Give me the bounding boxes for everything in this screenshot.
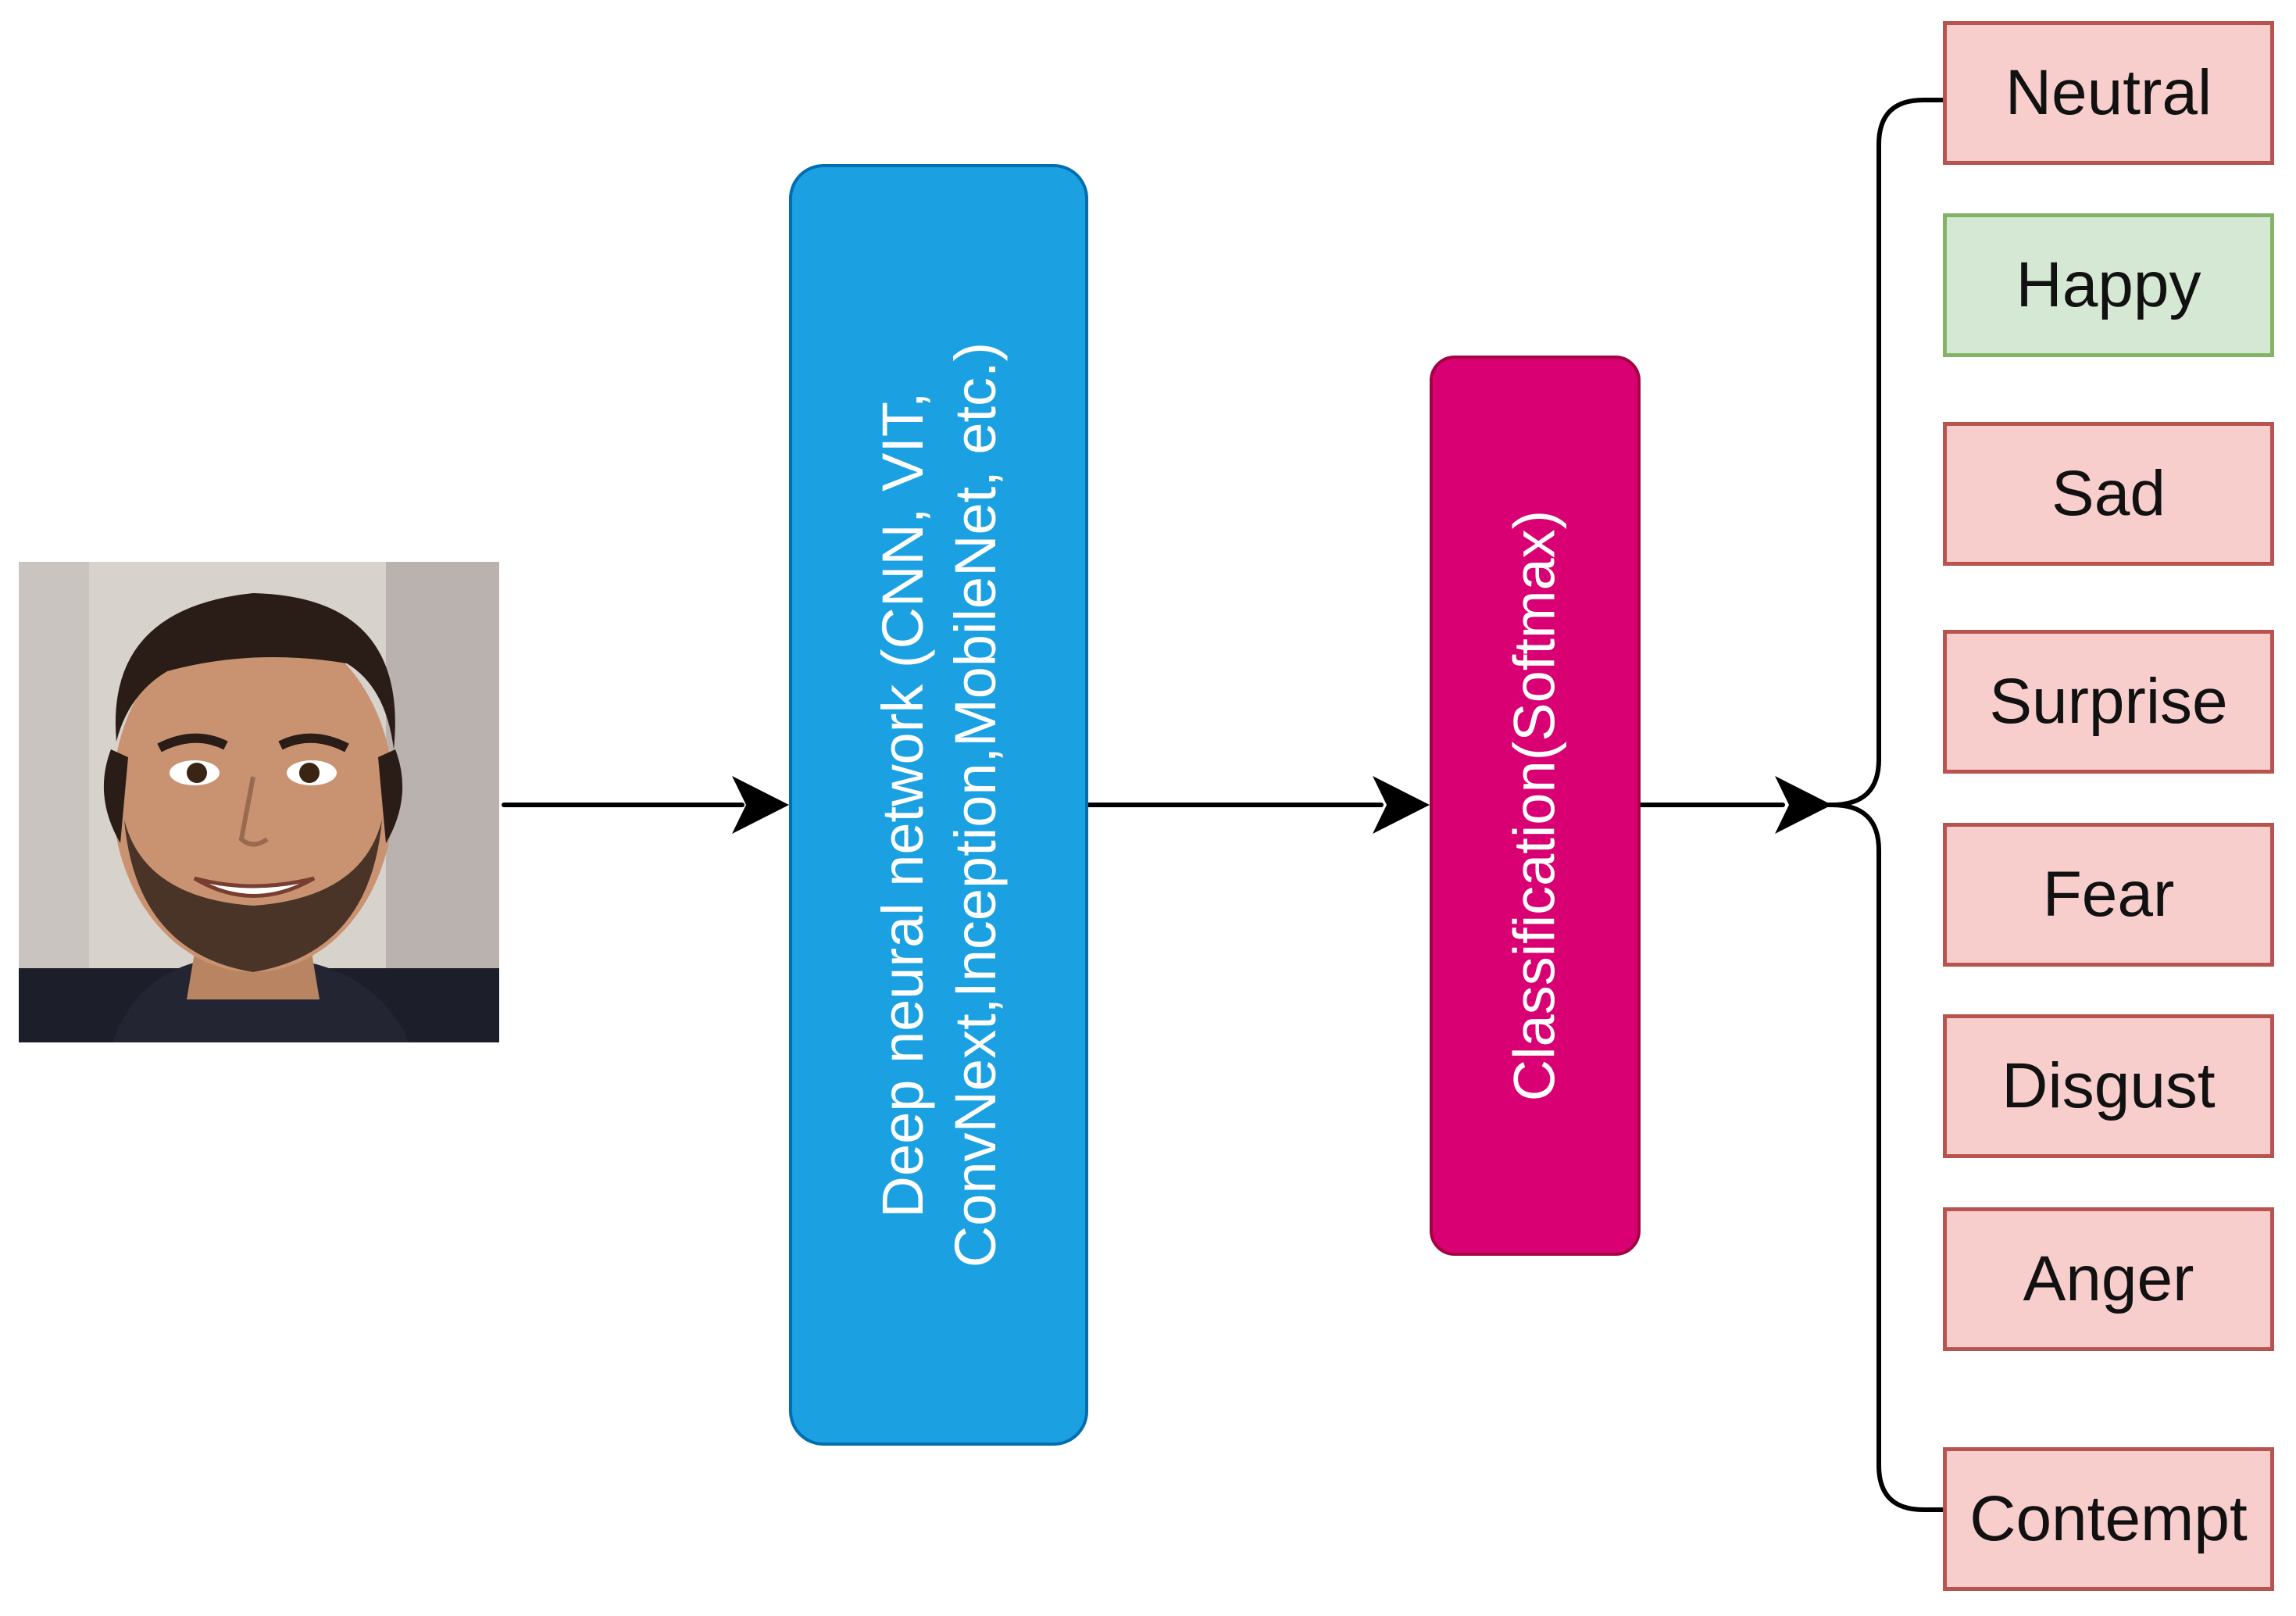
brace <box>1830 98 1945 1512</box>
arrowhead-classifier <box>1373 776 1430 834</box>
class-box-surprise: Surprise <box>1943 630 2274 774</box>
face-photo-icon <box>19 562 499 1042</box>
network-block: Deep neural network (CNN, VIT, ConvNext,… <box>789 164 1088 1446</box>
class-box-neutral: Neutral <box>1943 21 2274 165</box>
class-box-happy: Happy <box>1943 213 2274 357</box>
network-block-label: Deep neural network (CNN, VIT, ConvNext,… <box>869 341 1008 1268</box>
class-box-contempt: Contempt <box>1943 1447 2274 1591</box>
arrowhead-network <box>732 776 789 834</box>
classifier-block: Classification(Softmax) <box>1430 356 1641 1256</box>
input-face-image <box>19 562 499 1042</box>
class-box-sad: Sad <box>1943 422 2274 566</box>
class-box-disgust: Disgust <box>1943 1014 2274 1158</box>
classifier-block-label: Classification(Softmax) <box>1502 509 1567 1102</box>
class-box-anger: Anger <box>1943 1207 2274 1351</box>
arrowhead-brace <box>1775 776 1832 834</box>
class-box-fear: Fear <box>1943 823 2274 967</box>
